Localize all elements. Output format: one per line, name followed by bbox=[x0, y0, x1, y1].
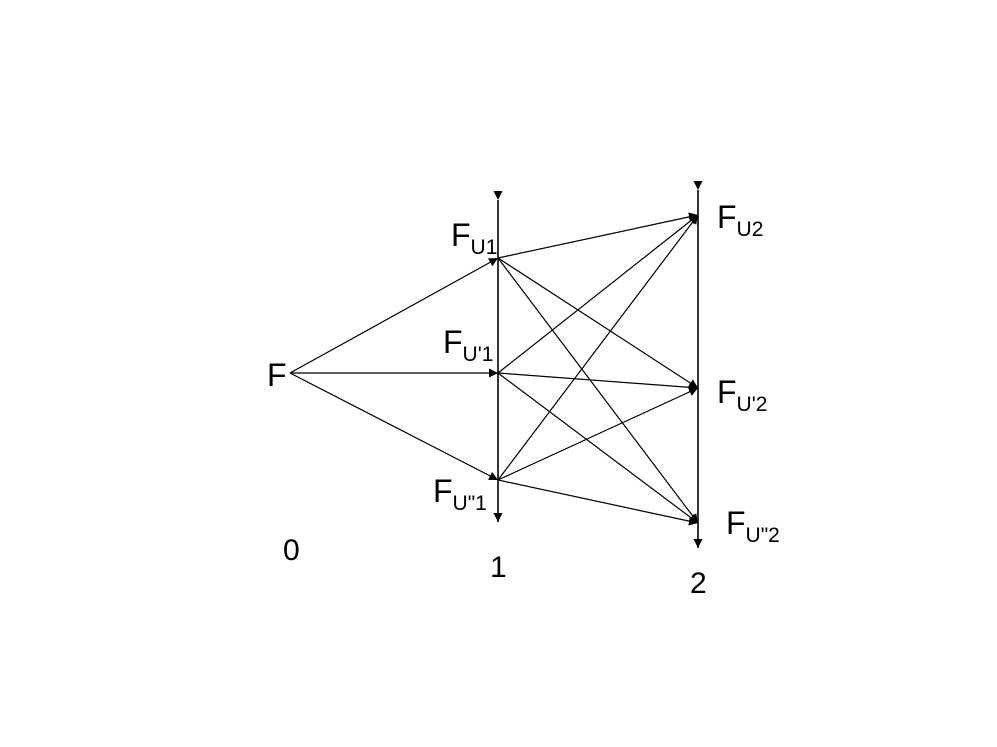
node-label-fup2: FU'2 bbox=[717, 374, 767, 416]
node-label-fupp2: FU"2 bbox=[726, 505, 780, 547]
node-label-f: F bbox=[267, 357, 287, 393]
node-fu2-main: F bbox=[717, 199, 737, 235]
edge-fup1-to-fup2 bbox=[497, 372, 699, 392]
node-fu1-main: F bbox=[451, 217, 471, 253]
edge-fu1-to-fu2 bbox=[497, 212, 699, 259]
edge-f-to-fu1 bbox=[289, 257, 499, 374]
stage-label-2: 2 bbox=[690, 567, 707, 600]
edge-fupp1-to-fu2 bbox=[497, 214, 699, 481]
edge-fu1-to-fupp2 bbox=[497, 257, 699, 524]
node-label-fupp1: FU"1 bbox=[433, 473, 487, 515]
node-fupp1-sub: U"1 bbox=[453, 492, 487, 515]
edge-f-to-fupp1 bbox=[289, 372, 499, 481]
edge-fupp1-to-fup2 bbox=[497, 387, 699, 481]
node-label-fup1: FU'1 bbox=[443, 324, 493, 366]
node-fup2-main: F bbox=[717, 374, 737, 410]
node-fupp2-sub: U"2 bbox=[746, 524, 780, 547]
edge-fup1-to-fu2 bbox=[497, 214, 699, 374]
node-fup1-sub: U'1 bbox=[463, 343, 494, 366]
node-fu1-sub: U1 bbox=[471, 236, 498, 259]
node-fupp2-main: F bbox=[726, 505, 746, 541]
node-fup1-main: F bbox=[443, 324, 463, 360]
node-label-fu1: FU1 bbox=[451, 217, 497, 259]
edge-fup1-to-fupp2 bbox=[497, 372, 699, 524]
node-label-fu2: FU2 bbox=[717, 199, 763, 241]
node-fupp1-main: F bbox=[433, 473, 453, 509]
stage-label-1: 1 bbox=[490, 551, 507, 584]
stage-label-0: 0 bbox=[283, 534, 300, 567]
edge-fu1-to-fup2 bbox=[497, 257, 699, 389]
edge-fupp1-to-fupp2 bbox=[497, 479, 699, 526]
node-f-main: F bbox=[267, 357, 287, 393]
node-fup2-sub: U'2 bbox=[737, 393, 768, 416]
node-fu2-sub: U2 bbox=[737, 218, 764, 241]
